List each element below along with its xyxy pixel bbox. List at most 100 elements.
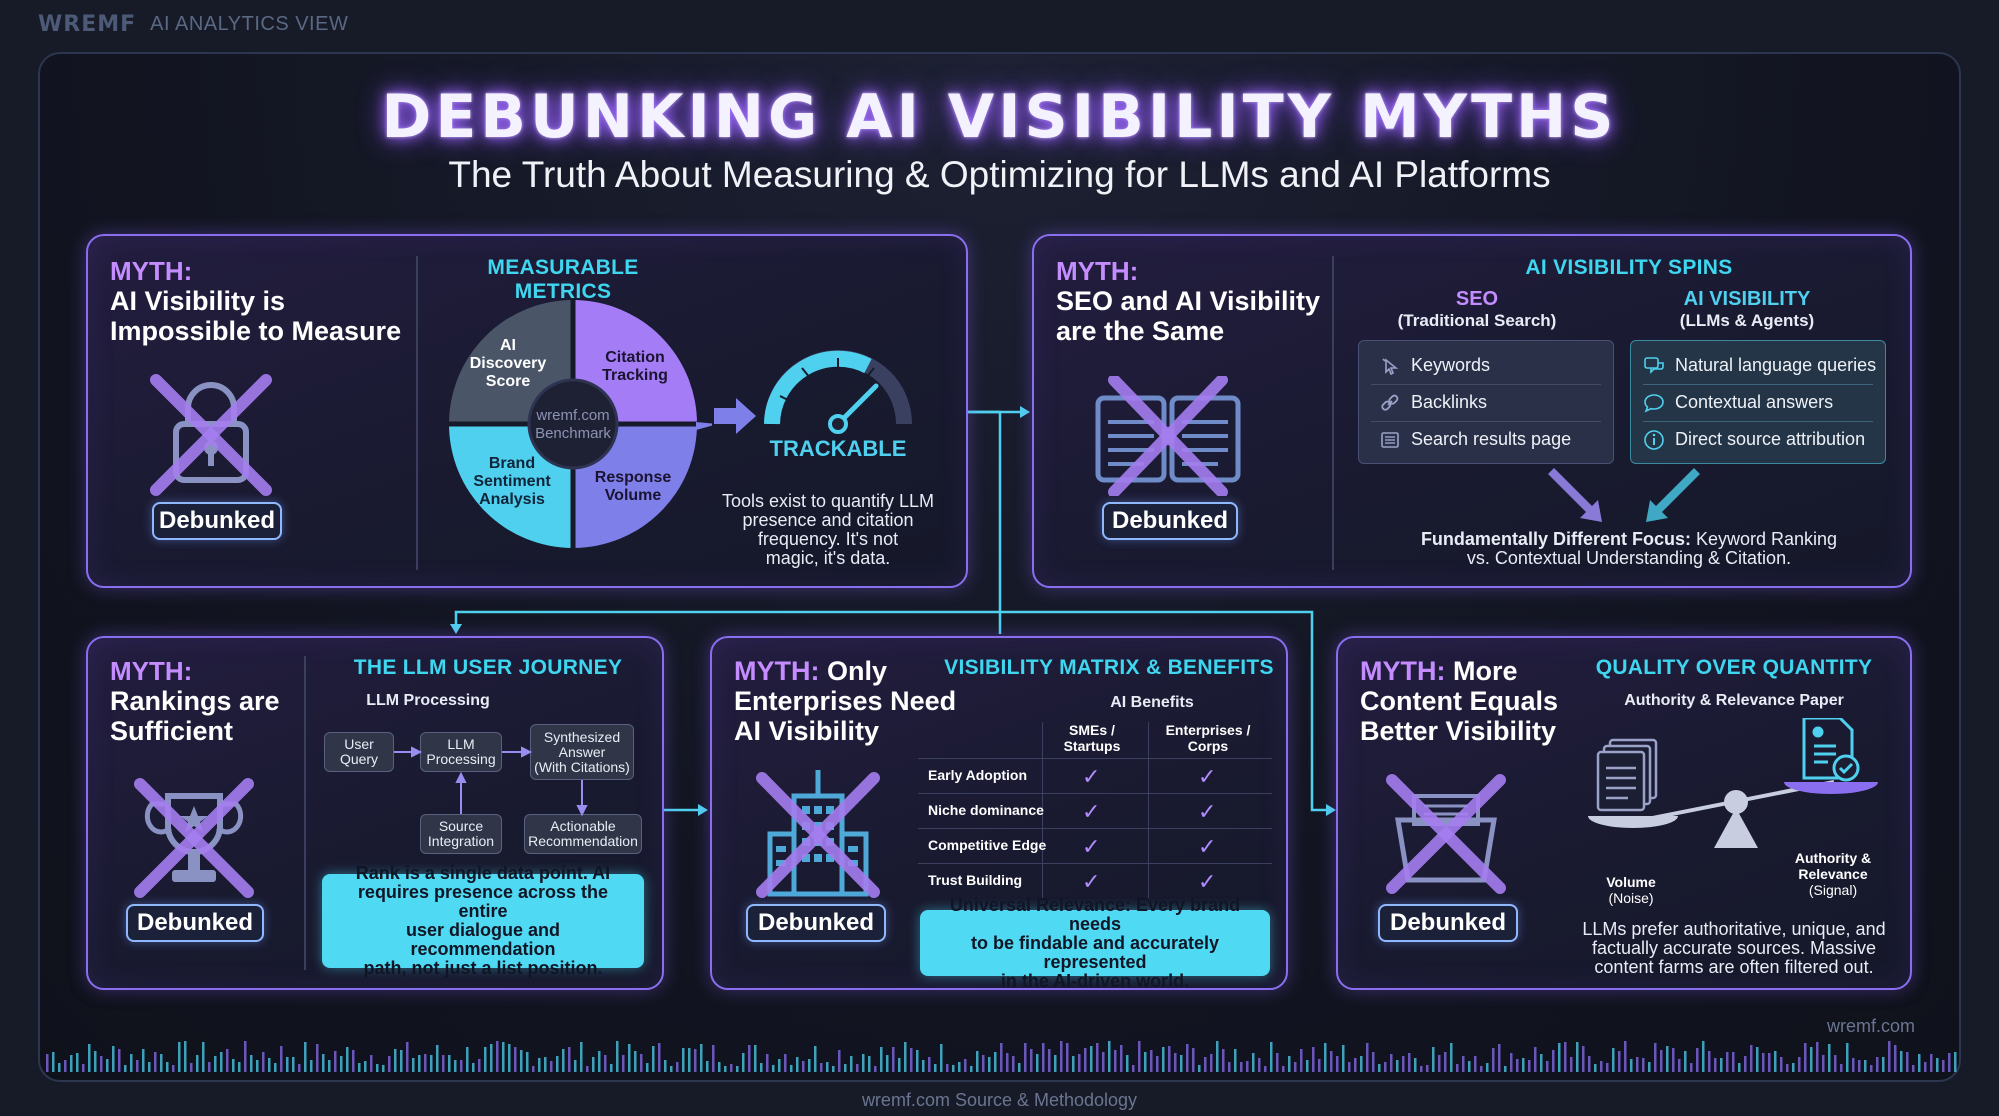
section-title: THE LLM USER JOURNEY <box>353 656 623 679</box>
equalizer-bar <box>634 1051 637 1072</box>
equalizer-bar <box>856 1064 859 1072</box>
equalizer-bar <box>1138 1041 1141 1072</box>
equalizer-bar <box>436 1045 439 1072</box>
equalizer-bar <box>52 1052 55 1072</box>
equalizer-bar <box>766 1054 769 1072</box>
section-title: MEASURABLE METRICS <box>487 256 639 303</box>
equalizer-bar <box>1336 1056 1339 1072</box>
equalizer-bar <box>988 1057 991 1072</box>
equalizer-bar <box>1852 1058 1855 1072</box>
equalizer-bar <box>346 1047 349 1072</box>
equalizer-bar <box>202 1042 205 1072</box>
check-icon: ✓ <box>1198 799 1217 824</box>
brand-logo[interactable]: WREMF <box>38 11 137 37</box>
svg-text:Tracking: Tracking <box>602 367 668 384</box>
source-link[interactable]: wremf.com Source & Methodology <box>861 1090 1138 1110</box>
section-title: AI VISIBILITY SPINS <box>1525 256 1733 279</box>
equalizer-bar <box>1684 1051 1687 1072</box>
equalizer-bar <box>1306 1060 1309 1072</box>
equalizer-bar <box>796 1057 799 1072</box>
metrics-wheel: AI Discovery Score Citation Tracking Res… <box>447 298 712 550</box>
equalizer-bar <box>616 1041 619 1072</box>
check-icon: ✓ <box>1082 869 1101 894</box>
equalizer-bar <box>898 1058 901 1072</box>
equalizer-bar <box>1846 1043 1849 1072</box>
equalizer-bar <box>94 1051 97 1072</box>
equalizer-bar <box>1426 1065 1429 1072</box>
measure-description: Tools exist to quantify LLM presence and… <box>721 491 935 568</box>
footer-brand[interactable]: wremf.com <box>1826 1016 1915 1036</box>
seo-list: Keywords Backlinks Search results page <box>1358 340 1614 464</box>
equalizer-bar <box>1636 1057 1639 1072</box>
equalizer-bar <box>508 1044 511 1072</box>
table-row: Trust Building ✓ ✓ <box>928 869 1217 894</box>
equalizer-bar <box>70 1055 73 1072</box>
equalizer-bar <box>262 1052 265 1072</box>
equalizer-bar <box>1858 1060 1861 1072</box>
list-item: Direct source attribution <box>1631 421 1885 458</box>
equalizer-bar <box>88 1044 91 1072</box>
equalizer-bar <box>490 1044 493 1072</box>
myth-label: MYTH: <box>110 656 193 686</box>
equalizer-bar <box>370 1055 373 1072</box>
equalizer-bar <box>1660 1050 1663 1072</box>
equalizer-bar <box>1090 1046 1093 1072</box>
equalizer-bar <box>340 1056 343 1072</box>
equalizer-bar <box>1756 1047 1759 1072</box>
equalizer-bar <box>718 1062 721 1072</box>
equalizer-bar <box>952 1065 955 1072</box>
equalizer-bar <box>1750 1045 1753 1072</box>
equalizer-bar <box>1342 1045 1345 1072</box>
equalizer-bar <box>1144 1052 1147 1072</box>
equalizer-bar <box>880 1047 883 1072</box>
equalizer-bar <box>1582 1046 1585 1072</box>
check-icon: ✓ <box>1082 834 1101 859</box>
equalizer-bar <box>1438 1055 1441 1072</box>
info-icon <box>1643 429 1665 451</box>
equalizer-bar <box>754 1045 757 1072</box>
equalizer-bar <box>1030 1049 1033 1072</box>
equalizer-bar <box>1714 1058 1717 1072</box>
equalizer-bar <box>1396 1060 1399 1072</box>
equalizer-bar <box>496 1041 499 1072</box>
equalizer-bar <box>904 1042 907 1072</box>
equalizer-bar <box>1924 1062 1927 1072</box>
svg-text:Discovery: Discovery <box>470 355 547 372</box>
flow-arrows <box>394 746 588 817</box>
equalizer-bar <box>1156 1056 1159 1072</box>
equalizer-bar <box>1576 1042 1579 1072</box>
equalizer-bar <box>1642 1058 1645 1072</box>
equalizer-bar <box>664 1060 667 1072</box>
equalizer-bar <box>364 1061 367 1072</box>
equalizer-bar <box>226 1049 229 1072</box>
equalizer-bar <box>1774 1051 1777 1072</box>
equalizer-bar <box>1228 1062 1231 1072</box>
equalizer-bar <box>928 1057 931 1072</box>
equalizer-bar <box>238 1062 241 1072</box>
equalizer-bar <box>1942 1060 1945 1072</box>
equalizer-bar <box>772 1065 775 1072</box>
equalizer-bar <box>1828 1044 1831 1072</box>
equalizer-bar <box>136 1060 139 1072</box>
equalizer-bar <box>1744 1056 1747 1072</box>
equalizer-bar <box>742 1053 745 1072</box>
svg-text:Benchmark: Benchmark <box>535 425 611 442</box>
top-bar: WREMF AI ANALYTICS VIEW <box>38 10 348 38</box>
equalizer-bar <box>1036 1054 1039 1072</box>
equalizer-bar <box>532 1066 535 1072</box>
equalizer-bar <box>274 1063 277 1072</box>
equalizer-bar <box>142 1049 145 1072</box>
equalizer-bar <box>1948 1053 1951 1072</box>
equalizer-bar <box>286 1057 289 1072</box>
equalizer-bar <box>1258 1058 1261 1072</box>
equalizer-bar <box>982 1055 985 1072</box>
equalizer-bar <box>1720 1058 1723 1072</box>
equalizer-bar <box>910 1048 913 1072</box>
table-row: Niche dominance ✓ ✓ <box>928 799 1217 824</box>
list-item: Search results page <box>1359 421 1613 458</box>
equalizer-bar <box>832 1066 835 1072</box>
equalizer-bar <box>1504 1066 1507 1072</box>
arrow-icon <box>714 398 756 434</box>
card-enterprise-myth: MYTH: Only Enterprises Need AI Visibilit… <box>710 636 1288 990</box>
equalizer-bar <box>1486 1063 1489 1072</box>
